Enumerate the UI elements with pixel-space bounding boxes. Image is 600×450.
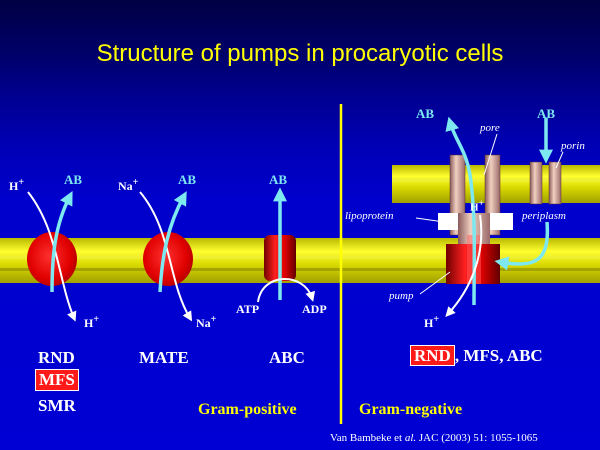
family-rnd: RND [38, 348, 75, 367]
abc-ab-label: AB [269, 172, 288, 187]
rnd-h-label: H+ [9, 177, 25, 193]
efflux-ab-label: AB [416, 106, 435, 121]
mate-sodium-arrow [139, 191, 193, 322]
gram-neg-h-out-label: H+ [424, 314, 440, 330]
mate-na-out-label: Na+ [196, 314, 217, 330]
porin-label: porin [561, 140, 585, 152]
family-smr: SMR [38, 396, 76, 415]
adp-label: ADP [302, 302, 327, 316]
family-rnd-gram-neg: RND [410, 345, 455, 366]
citation: Van Bambeke et al. JAC (2003) 51: 1055-1… [330, 432, 538, 444]
family-abc: ABC [269, 348, 305, 367]
mate-ab-label: AB [178, 172, 197, 187]
mate-ab-arrow [158, 191, 187, 293]
inner-h-label: H+ [470, 198, 484, 214]
slide-title: Structure of pumps in procaryotic cells [96, 40, 504, 67]
atp-label: ATP [236, 302, 260, 316]
porin-left [529, 161, 543, 205]
family-mfs: MFS [35, 369, 79, 391]
family-mate: MATE [139, 348, 189, 367]
pump-label: pump [389, 290, 414, 302]
lipoprotein-label: lipoprotein [345, 210, 394, 222]
gram-neg-families: RND, MFS, ABC [410, 345, 543, 366]
atp-adp-arrow [257, 278, 316, 303]
rnd-h-out-label: H+ [84, 314, 100, 330]
pore-label: pore [480, 122, 500, 134]
periplasm-arrow [494, 221, 550, 271]
rnd-proton-arrow [27, 191, 77, 322]
inner-membrane [0, 238, 600, 283]
mate-pump-shape [143, 232, 193, 286]
porin-right [548, 161, 562, 205]
family-mfs-abc: , MFS, ABC [454, 346, 543, 365]
influx-ab-label: AB [537, 106, 556, 121]
gram-neg-proton-arrow [445, 214, 483, 317]
gram-negative-label: Gram-negative [359, 401, 463, 418]
gram-positive-label: Gram-positive [198, 401, 297, 418]
periplasm-label: periplasm [522, 210, 566, 222]
rnd-ab-label: AB [64, 172, 83, 187]
rnd-ab-arrow [50, 191, 73, 293]
mate-na-label: Na+ [118, 177, 139, 193]
